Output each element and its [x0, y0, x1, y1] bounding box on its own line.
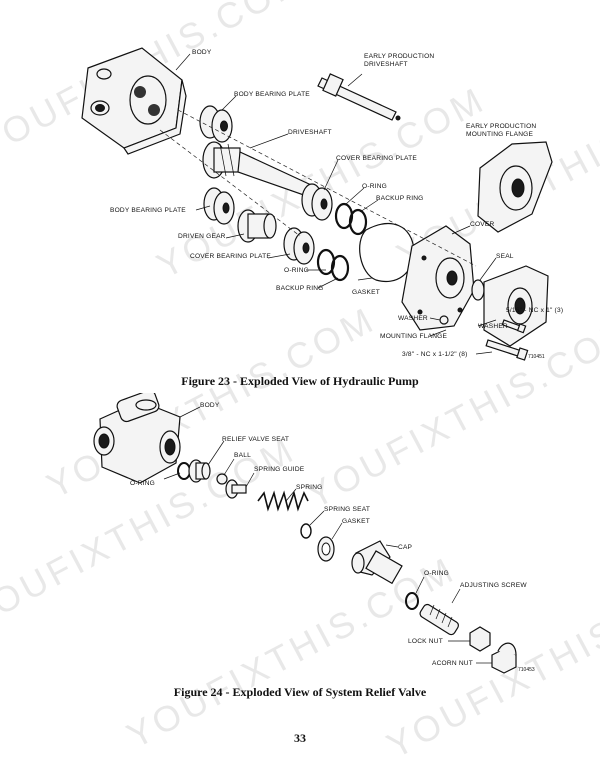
figure-24-caption: Figure 24 - Exploded View of System Reli… — [173, 685, 427, 699]
label-spring-seat: SPRING SEAT — [324, 506, 370, 513]
spring-seat — [300, 523, 312, 539]
label-mounting-flange: MOUNTING FLANGE — [380, 333, 448, 340]
gasket — [359, 223, 415, 282]
label-washer-left: WASHER — [398, 315, 428, 322]
label-body: BODY — [192, 49, 212, 56]
label-early-mounting-flange: EARLY PRODUCTION — [466, 123, 536, 130]
label-lock-nut: LOCK NUT — [408, 638, 443, 645]
label-driveshaft: DRIVESHAFT — [288, 129, 332, 136]
label-early-mounting-flange: MOUNTING FLANGE — [466, 131, 534, 138]
valve-cap — [351, 540, 403, 585]
cover-bearing-plate-top — [301, 183, 333, 221]
figure-23-caption: Figure 23 - Exploded View of Hydraulic P… — [181, 374, 419, 388]
label-washer-right: WASHER — [478, 323, 508, 330]
hydraulic-pump-diagram: BODY EARLY PRODUCTION DRIVESHAFT BODY BE… — [81, 47, 563, 361]
backup-ring-top — [348, 208, 368, 236]
early-driveshaft — [317, 73, 401, 121]
label-acorn-nut: ACORN NUT — [432, 660, 473, 667]
cover-bearing-plate-left — [283, 227, 315, 265]
driveshaft — [202, 141, 323, 201]
label-relief-valve-seat: RELIEF VALVE SEAT — [222, 436, 289, 443]
label-driven-gear: DRIVEN GEAR — [178, 233, 226, 240]
backup-ring-bottom — [330, 254, 350, 282]
acorn-nut — [491, 642, 517, 674]
label-gasket: GASKET — [352, 289, 380, 296]
spring — [257, 490, 309, 512]
label-early-driveshaft: DRIVESHAFT — [364, 61, 408, 68]
label-adjusting-screw: ADJUSTING SCREW — [460, 582, 527, 589]
body-bearing-plate-left — [203, 187, 235, 225]
page-number: 33 — [294, 731, 306, 745]
label-early-driveshaft: EARLY PRODUCTION — [364, 53, 434, 60]
label-spring: SPRING — [296, 484, 322, 491]
label-o-ring-right: O-RING — [424, 570, 449, 577]
lock-nut — [469, 626, 491, 652]
label-o-ring-left: O-RING — [130, 480, 155, 487]
label-backup-ring-bottom: BACKUP RING — [276, 285, 324, 292]
pump-cover — [401, 225, 475, 331]
pump-body — [81, 47, 187, 155]
label-body-bearing-plate-top: BODY BEARING PLATE — [234, 91, 310, 98]
figure-ref-number: 710451 — [528, 354, 545, 360]
relief-valve-seat — [188, 459, 211, 483]
label-body-bearing-plate-left: BODY BEARING PLATE — [110, 207, 186, 214]
label-small-bolt: 5/16" - NC x 1" (3) — [506, 307, 563, 314]
driven-gear — [237, 209, 277, 243]
small-bolt — [501, 319, 527, 334]
figure-24-relief-valve: BODY RELIEF VALVE SEAT BALL O-RING SPRIN… — [0, 393, 600, 685]
label-valve-gasket: GASKET — [342, 518, 370, 525]
early-mounting-flange — [477, 141, 553, 233]
o-ring-left — [177, 462, 191, 480]
adjusting-screw — [419, 603, 460, 636]
spring-guide — [225, 479, 247, 499]
mounting-flange — [483, 265, 549, 347]
valve-gasket — [317, 536, 335, 562]
figure-23-hydraulic-pump: BODY EARLY PRODUCTION DRIVESHAFT BODY BE… — [0, 30, 600, 375]
label-large-bolt: 3/8" - NC x 1-1/2" (8) — [402, 351, 468, 358]
label-seal: SEAL — [496, 253, 514, 260]
label-o-ring-top: O-RING — [362, 183, 387, 190]
figure-ref-number: 710453 — [518, 667, 535, 673]
label-cap: CAP — [398, 544, 413, 551]
label-spring-guide: SPRING GUIDE — [254, 466, 305, 473]
label-cover-bearing-plate-left: COVER BEARING PLATE — [190, 253, 271, 260]
label-ball: BALL — [234, 452, 251, 459]
relief-valve-diagram: BODY RELIEF VALVE SEAT BALL O-RING SPRIN… — [93, 393, 535, 674]
seal — [471, 279, 485, 301]
valve-body — [93, 393, 181, 484]
label-backup-ring-top: BACKUP RING — [376, 195, 424, 202]
ball — [216, 473, 228, 485]
large-bolt — [485, 339, 529, 361]
label-cover: COVER — [470, 221, 494, 228]
o-ring-right — [405, 592, 419, 610]
label-o-ring-bottom: O-RING — [284, 267, 309, 274]
label-valve-body: BODY — [200, 402, 220, 409]
label-cover-bearing-plate-top: COVER BEARING PLATE — [336, 155, 417, 162]
washer-left — [439, 315, 449, 325]
